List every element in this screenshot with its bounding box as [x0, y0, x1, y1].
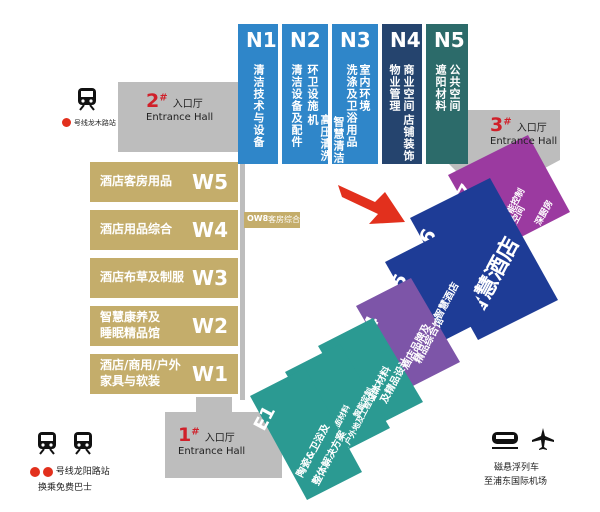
hall1-corridor [165, 412, 282, 478]
sw-metro-text: 号线龙阳路站 [55, 467, 110, 477]
hall-n2[interactable]: N2 环卫设施 高压清洗机 清洁设备及配件 [282, 24, 332, 164]
sw-bus-text: 换乘免费巴士 [38, 483, 93, 493]
hall-w3-label: 酒店布草及制服 [100, 270, 185, 284]
plane-icon [530, 426, 556, 452]
west-spine [240, 150, 245, 400]
hall1-zh: 入口厅 [204, 433, 235, 444]
hall-w4-label: 酒店用品综合 [100, 222, 173, 236]
hall-w5-code: W5 [192, 170, 228, 194]
metro-logo-icon [62, 118, 71, 127]
hall-w4-code: W4 [192, 218, 228, 242]
train-icon [490, 426, 520, 452]
hall-ow8-code: OW8 [247, 214, 269, 223]
hall-n2-label-b: 高压清洗机 [306, 114, 332, 162]
hall2-en: Entrance Hall [146, 112, 214, 123]
hall-w2-label-b: 睡眠精品馆 [100, 326, 161, 340]
hall-w4[interactable]: 酒店用品综合 W4 [90, 210, 238, 250]
hall2-num: 2 [146, 90, 160, 112]
hall3-sup: # [503, 116, 512, 128]
hall-n4-label-b: 店铺装饰 [402, 114, 415, 162]
nw-metro-text: 号线龙木路站 [73, 119, 116, 127]
entrance-hall-1[interactable]: 1# 入口厅 Entrance Hall [178, 424, 245, 457]
hall-n4-label-c: 物业管理 [388, 64, 401, 112]
hall-n5-code: N5 [434, 28, 465, 52]
hall-w5[interactable]: 酒店客房用品 W5 [90, 162, 238, 202]
hall-n3-code: N3 [340, 28, 371, 52]
hall1-en: Entrance Hall [178, 446, 246, 457]
hall-w2-code: W2 [192, 314, 228, 338]
hall-n1-label: 清洁技术与设备 [252, 64, 265, 148]
hall-n5-label-a: 公共空间 [448, 64, 461, 112]
se-maglev-text: 磁悬浮列车 [494, 463, 540, 473]
hall-n3[interactable]: N3 室内环境 洗涤及卫浴用品 智慧清洁 [332, 24, 378, 164]
hall-n4-label-a: 商业空间 [402, 64, 415, 112]
hall-n1[interactable]: N1 清洁技术与设备 [238, 24, 278, 164]
metro-logo-icon [42, 466, 53, 477]
metro-logo-icon [30, 466, 40, 477]
hall-w2[interactable]: 智慧康养及 睡眠精品馆 W2 [90, 306, 238, 346]
hall3-num: 3 [490, 114, 504, 136]
hall3-en: Entrance Hall [490, 136, 558, 147]
hall1-sup: # [191, 426, 200, 438]
hall-n2-code: N2 [290, 28, 321, 52]
entrance-hall-2[interactable]: 2# 入口厅 Entrance Hall [146, 90, 213, 123]
nw-metro-legend: 号线龙木路站 [62, 118, 116, 128]
hall-w1-label-b: 家具与软装 [100, 374, 161, 388]
hall2-zh: 入口厅 [172, 99, 203, 110]
hall-n4[interactable]: N4 商业空间 店铺装饰 物业管理 [382, 24, 422, 164]
se-airport-text: 至浦东国际机场 [484, 477, 548, 487]
train-icon [34, 430, 60, 456]
hall-ow8-label: 客房综合 [268, 215, 300, 224]
hall-n1-code: N1 [246, 28, 277, 52]
hall-n3-label-a: 室内环境 [358, 64, 371, 112]
hall3-zh: 入口厅 [516, 123, 547, 134]
hall-n5[interactable]: N5 公共空间 遮阳材料 [426, 24, 468, 164]
hall-w1-code: W1 [192, 362, 228, 386]
hall-n2-label-c: 清洁设备及配件 [290, 64, 303, 148]
hall-w3-code: W3 [192, 266, 228, 290]
hall-w2-label-a: 智慧康养及 [100, 310, 161, 324]
hall-n3-label-b: 洗涤及卫浴用品 [345, 64, 358, 148]
hall-ow8[interactable]: OW8 客房综合 [244, 212, 300, 228]
hall-n3-label-c: 智慧清洁 [332, 116, 345, 164]
hall-n2-label-a: 环卫设施 [306, 64, 319, 112]
hall-w1-label-a: 酒店/商用/户外 [100, 358, 181, 372]
train-icon [70, 430, 96, 456]
hall1-num: 1 [178, 424, 192, 446]
direction-arrow [338, 185, 405, 224]
hall-w5-label: 酒店客房用品 [100, 174, 173, 188]
train-icon [74, 86, 100, 112]
hall2-corridor [118, 82, 245, 152]
hall-w1[interactable]: 酒店/商用/户外 家具与软装 W1 [90, 354, 238, 394]
hall-w3[interactable]: 酒店布草及制服 W3 [90, 258, 238, 298]
entrance-hall-3[interactable]: 3# 入口厅 Entrance Hall [490, 114, 557, 147]
hall-n4-code: N4 [390, 28, 421, 52]
hall2-sup: # [159, 92, 168, 104]
sw-metro-legend: 号线龙阳路站 [30, 464, 110, 477]
hall-n5-label-b: 遮阳材料 [434, 64, 447, 112]
